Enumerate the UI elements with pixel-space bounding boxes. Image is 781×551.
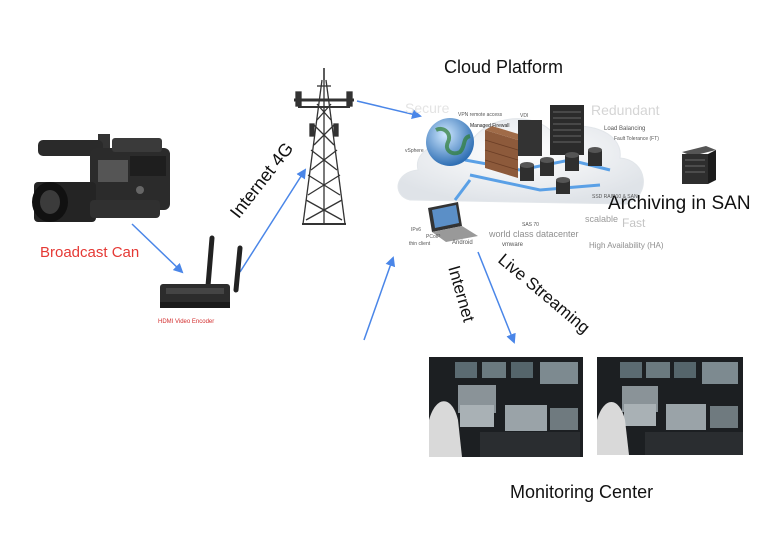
cloud-text-pcoip: PCoIP: [426, 234, 441, 240]
cloud-text-vdi: VDI: [520, 113, 529, 119]
cloud-text-vsphere: vSphere: [405, 148, 424, 154]
cell-tower-icon: [294, 68, 354, 225]
encoder-label: HDMI Video Encoder: [158, 319, 215, 325]
arrow-encoder-to-tower: [239, 168, 307, 273]
san-server-icon: [682, 146, 716, 184]
cloud-text-redundant: Redundant: [591, 102, 660, 118]
arrows: [131, 100, 516, 344]
cloud-text-fault-tolerance: Fault Tolerance (FT): [614, 136, 659, 142]
monitoring-center-label: Monitoring Center: [510, 482, 654, 502]
cloud-text-managed-firewall: Managed Firewall: [470, 123, 510, 129]
arrow-up-to-cloud: [363, 256, 396, 341]
cloud-text-high-availability: High Availability (HA): [589, 241, 664, 250]
cloud-text-secure: Secure: [405, 100, 450, 116]
broadcast-camera-icon: [32, 134, 170, 222]
cloud-text-sas70: SAS 70: [522, 222, 539, 228]
cloud-text-world-class: world class datacenter: [489, 229, 579, 239]
broadcast-camera-label: Broadcast Can: [40, 244, 140, 261]
cloud-text-load-balancing: Load Balancing: [604, 126, 646, 132]
arrow-cloud-to-monitoring: [477, 251, 516, 344]
archiving-label: Archiving in SAN: [608, 193, 751, 214]
cloud-text-vpn: VPN remote access: [458, 112, 503, 118]
cloud-text-android: Android: [452, 240, 473, 246]
cloud-text-thin-client: thin client: [409, 241, 431, 247]
monitoring-photo-right: [597, 357, 743, 455]
arrow-camera-to-encoder: [131, 223, 184, 274]
cloud-text-ssd-raid: SSD RAID10 & SAN: [592, 194, 638, 200]
video-encoder-icon: [160, 235, 243, 308]
monitoring-photo-left: [429, 357, 583, 457]
cloud-text-vmware: vmware: [502, 242, 524, 248]
cloud-text-scalable: scalable: [585, 214, 619, 224]
arrow-tower-to-cloud: [356, 100, 422, 120]
cloud-text-fast: Fast: [622, 216, 646, 230]
cloud-platform-title: Cloud Platform: [444, 57, 564, 77]
cloud-platform-graphic: [397, 105, 644, 242]
cloud-text-ipv6: IPv6: [411, 227, 422, 233]
